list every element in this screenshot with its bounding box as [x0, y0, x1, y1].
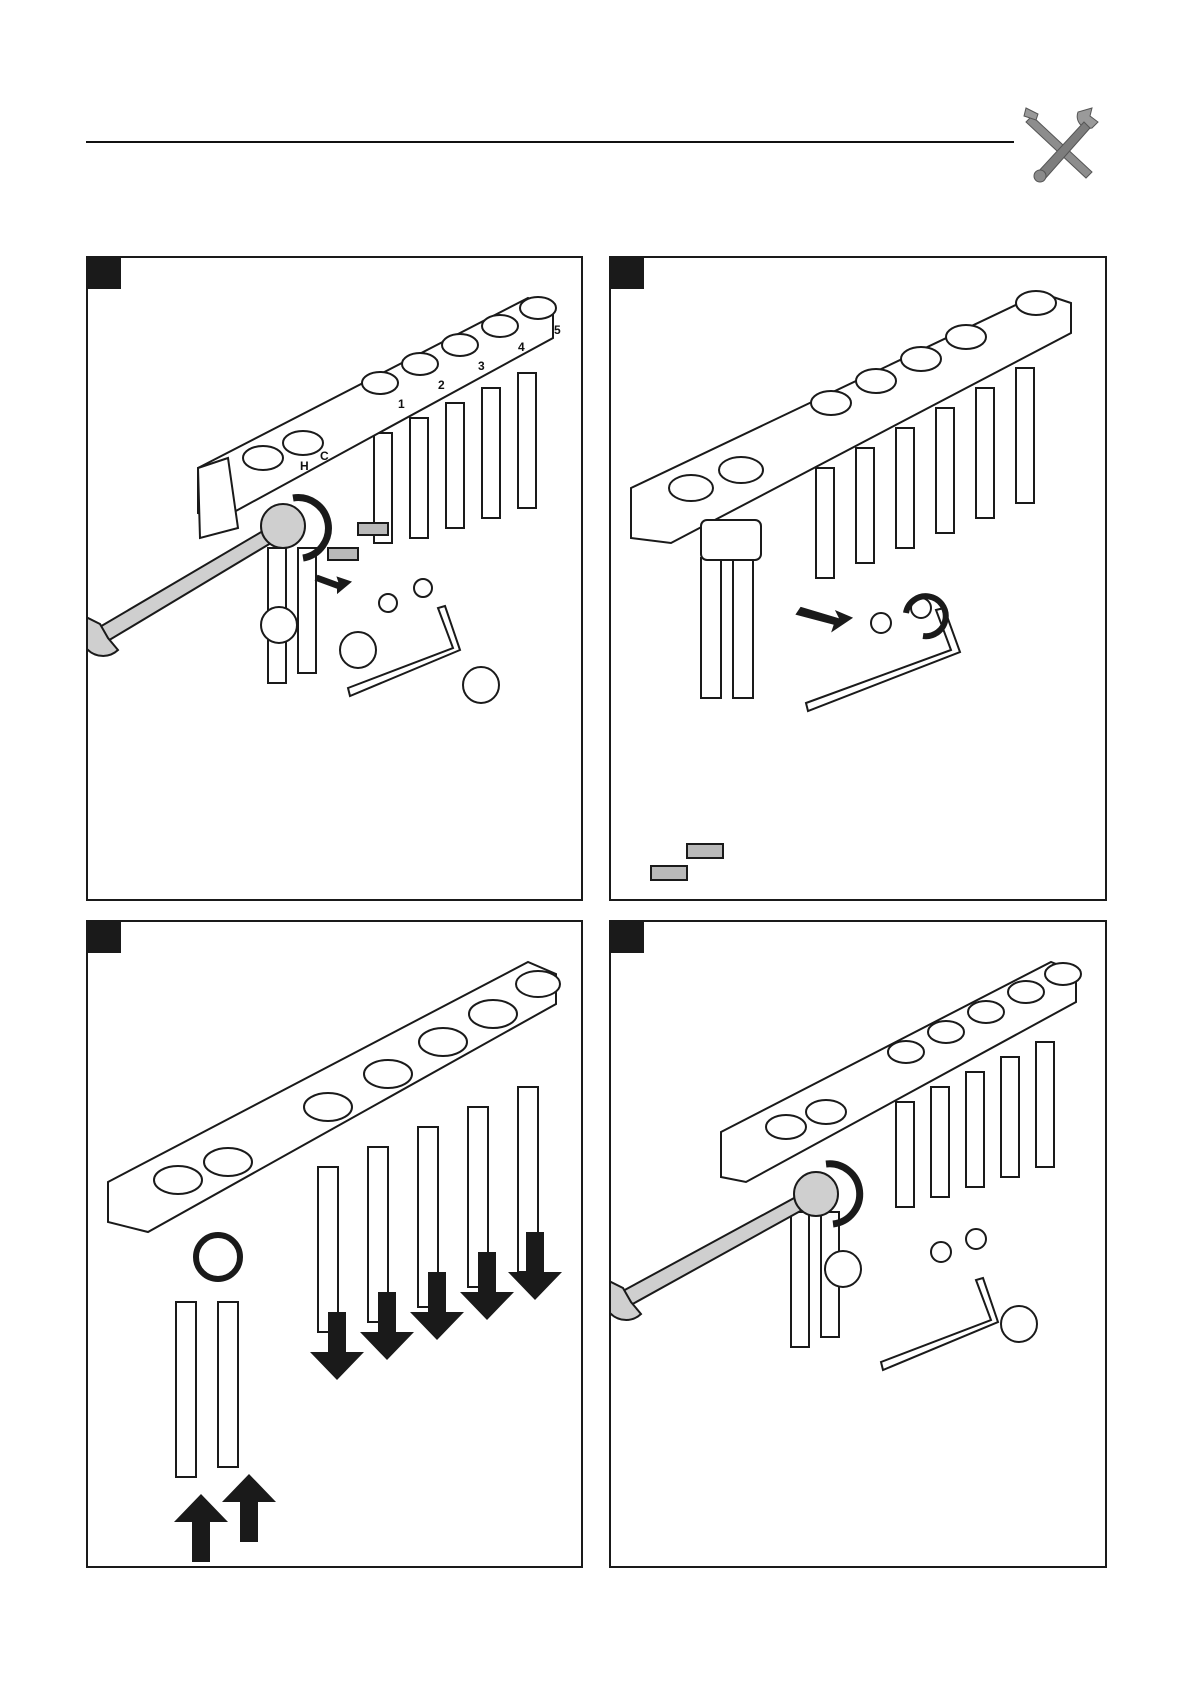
step-panel-4: [609, 920, 1107, 1568]
outlet-pipe: [482, 388, 500, 518]
callout-circle: [825, 1251, 861, 1287]
step-panel-3: [86, 920, 583, 1568]
clip-icon: [651, 866, 687, 880]
supply-pipe: [733, 558, 753, 698]
flow-up-arrow-icon: [222, 1474, 276, 1542]
valve-label-h: H: [300, 459, 309, 473]
outlet-pipe: [446, 403, 464, 528]
outlet-number-2: 2: [438, 378, 445, 392]
insert-arrow-icon: [797, 608, 851, 630]
step-panel-1: H C 1 2 3 4 5: [86, 256, 583, 901]
outlet-number-4: 4: [518, 340, 525, 354]
callout-circle: [1001, 1306, 1037, 1342]
callout-circle: [340, 632, 376, 668]
outlet-number-1: 1: [398, 397, 405, 411]
flow-up-arrow-icon: [174, 1494, 228, 1562]
header-rule: [86, 141, 1014, 143]
outlet-number-3: 3: [478, 359, 485, 373]
step-panel-2: [609, 256, 1107, 901]
supply-pipe: [701, 558, 721, 698]
clip-icon: [687, 844, 723, 858]
wrench-handle: [98, 528, 276, 642]
wrench-screwdriver-icon: [1018, 102, 1108, 184]
manifold-body: [631, 293, 1071, 543]
supply-pipe: [298, 548, 316, 673]
supply-pipe: [176, 1302, 196, 1477]
valve-label-c: C: [320, 449, 329, 463]
flow-down-arrow-icon: [508, 1232, 562, 1300]
manifold-illustration: H C 1 2 3 4 5: [88, 258, 583, 901]
outlet-pipe: [518, 373, 536, 508]
wrench-handle: [621, 1197, 804, 1306]
supply-pipe: [791, 1212, 809, 1347]
outlet-number-5: 5: [554, 323, 561, 337]
callout-circle: [463, 667, 499, 703]
manifold-illustration: [88, 922, 583, 1568]
supply-pipe: [218, 1302, 238, 1467]
manifold-illustration: [611, 922, 1107, 1568]
callout-circle: [261, 607, 297, 643]
outlet-pipe: [410, 418, 428, 538]
manifold-illustration: [611, 258, 1107, 901]
